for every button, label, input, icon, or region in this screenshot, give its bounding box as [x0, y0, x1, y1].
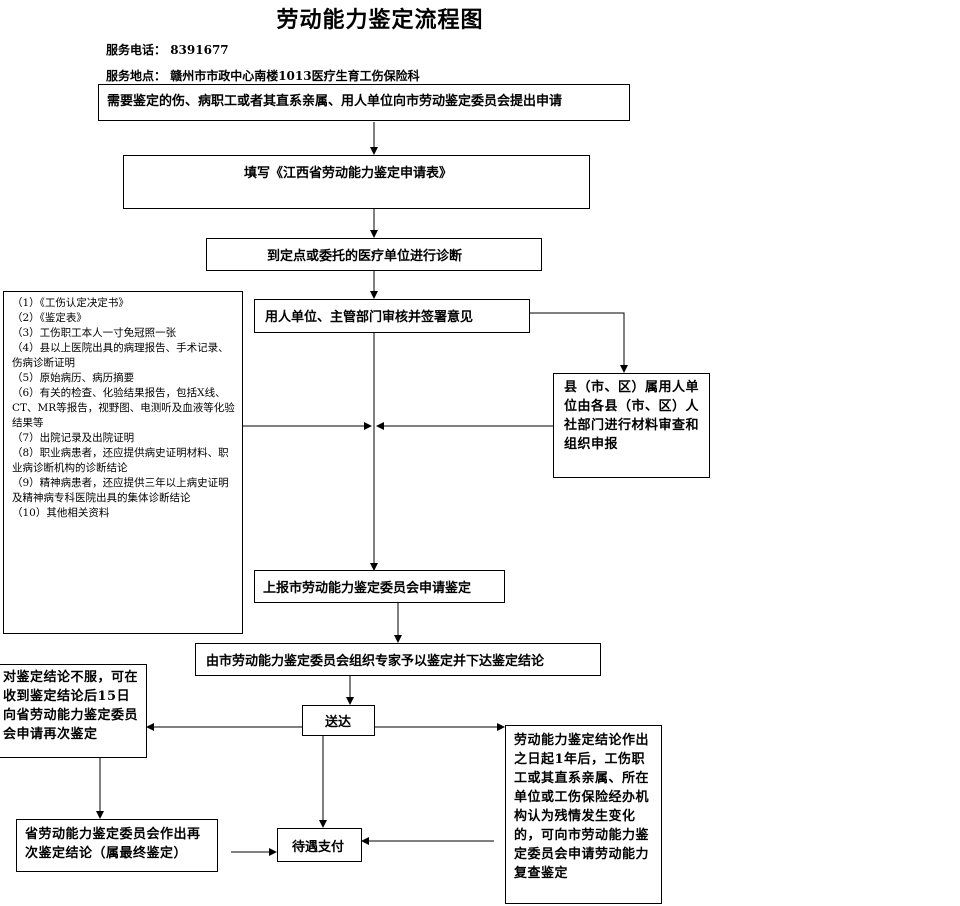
step-county-review-text: 县（市、区）属用人单位由各县（市、区）人社部门进行材料审查和组织申报	[564, 380, 700, 452]
document-item: （8）职业病患者，还应提供病史证明材料、职业病诊断机构的诊断结论	[12, 447, 229, 474]
service-location-value: 赣州市市政中心南楼1013医疗生育工伤保险科	[170, 69, 420, 83]
document-item: （5）原始病历、病历摘要	[12, 372, 135, 384]
service-phone: 服务电话： 8391677	[106, 41, 229, 58]
step-benefit-payment: 待遇支付	[277, 828, 362, 862]
step-diagnosis-text: 到定点或委托的医疗单位进行诊断	[267, 249, 463, 264]
document-item: （2）《鉴定表》	[12, 312, 87, 324]
page-title: 劳动能力鉴定流程图	[276, 7, 484, 33]
step-review-again-text: 劳动能力鉴定结论作出之日起1年后，工伤职工或其直系亲属、所在单位或工伤保险经办机…	[514, 733, 650, 881]
step-province-final: 省劳动能力鉴定委员会作出再次鉴定结论（属最终鉴定）	[16, 819, 218, 872]
step-objection: 对鉴定结论不服，可在收到鉴定结论后15日向省劳动能力鉴定委员会申请再次鉴定	[0, 664, 147, 758]
step-apply-text: 需要鉴定的伤、病职工或者其直系亲属、用人单位向市劳动鉴定委员会提出申请	[107, 94, 563, 109]
arrow-review-to-county	[530, 312, 628, 373]
step-fill-form: 填写《江西省劳动能力鉴定申请表》	[123, 155, 590, 209]
step-county-review: 县（市、区）属用人单位由各县（市、区）人社部门进行材料审查和组织申报	[553, 373, 710, 478]
step-diagnosis: 到定点或委托的医疗单位进行诊断	[206, 238, 542, 271]
step-employer-review: 用人单位、主管部门审核并签署意见	[254, 299, 530, 333]
document-item: （10）其他相关资料	[12, 507, 110, 519]
step-review-again: 劳动能力鉴定结论作出之日起1年后，工伤职工或其直系亲属、所在单位或工伤保险经办机…	[505, 725, 662, 904]
document-item: （3）工伤职工本人一寸免冠照一张	[12, 327, 177, 339]
step-apply: 需要鉴定的伤、病职工或者其直系亲属、用人单位向市劳动鉴定委员会提出申请	[98, 84, 630, 121]
step-employer-review-text: 用人单位、主管部门审核并签署意见	[265, 310, 474, 325]
service-location: 服务地点： 赣州市市政中心南楼1013医疗生育工伤保险科	[106, 67, 420, 84]
step-deliver: 送达	[302, 705, 375, 736]
step-objection-text: 对鉴定结论不服，可在收到鉴定结论后15日向省劳动能力鉴定委员会申请再次鉴定	[3, 670, 139, 742]
step-report-text: 上报市劳动能力鉴定委员会申请鉴定	[263, 581, 472, 596]
document-item: （7）出院记录及出院证明	[12, 432, 135, 444]
document-item: （6）有关的检查、化验结果报告，包括X线、CT、MR等报告，视野图、电测听及血液…	[12, 387, 235, 429]
step-committee: 由市劳动能力鉴定委员会组织专家予以鉴定并下达鉴定结论	[195, 643, 601, 676]
service-phone-label: 服务电话：	[106, 43, 167, 57]
step-fill-form-text: 填写《江西省劳动能力鉴定申请表》	[244, 166, 453, 181]
required-documents: （1）《工伤认定决定书》 （2）《鉴定表》 （3）工伤职工本人一寸免冠照一张 （…	[3, 291, 243, 634]
service-phone-value: 8391677	[170, 43, 229, 57]
step-province-final-text: 省劳动能力鉴定委员会作出再次鉴定结论（属最终鉴定）	[25, 827, 201, 861]
document-item: （9）精神病患者，还应提供三年以上病史证明及精神病专科医院出具的集体诊断结论	[12, 477, 229, 504]
step-deliver-text: 送达	[325, 715, 352, 730]
step-benefit-payment-text: 待遇支付	[292, 840, 345, 855]
document-item: （1）《工伤认定决定书》	[12, 297, 129, 309]
step-committee-text: 由市劳动能力鉴定委员会组织专家予以鉴定并下达鉴定结论	[206, 654, 545, 669]
service-location-label: 服务地点：	[106, 69, 167, 83]
step-report: 上报市劳动能力鉴定委员会申请鉴定	[254, 570, 505, 603]
document-item: （4）县以上医院出具的病理报告、手术记录、伤病诊断证明	[12, 342, 229, 369]
